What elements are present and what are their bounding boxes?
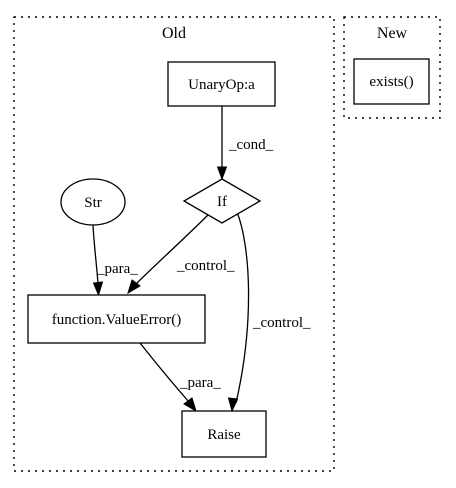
node-valueerror-label: function.ValueError() xyxy=(52,312,182,328)
node-str-label: Str xyxy=(84,195,102,211)
cluster-new-label: New xyxy=(377,25,408,42)
edge-valueerror-raise-line xyxy=(139,342,190,403)
node-valueerror-box xyxy=(27,294,206,344)
edge-unaryop-if-label: _cond_ xyxy=(228,137,274,153)
edge-valueerror-raise-arrowhead xyxy=(183,397,197,413)
node-str: Str xyxy=(60,178,126,226)
edge-str-valueerror-arrowhead xyxy=(92,281,104,297)
node-unaryop-box xyxy=(167,61,276,107)
edge-str-valueerror: _para_ xyxy=(92,224,138,297)
node-valueerror: function.ValueError() xyxy=(27,294,206,344)
edge-if-valueerror-line xyxy=(135,212,211,285)
node-unaryop-label: UnaryOp:a xyxy=(188,77,255,93)
edge-valueerror-raise-label: _para_ xyxy=(179,375,221,391)
node-raise-box xyxy=(181,410,267,458)
node-if-diamond xyxy=(182,178,262,224)
edge-if-valueerror-arrowhead xyxy=(127,279,141,295)
node-if-label: If xyxy=(217,194,227,210)
edge-if-raise-arrowhead xyxy=(227,397,239,413)
cluster-old-border xyxy=(13,16,335,472)
cluster-old-label: Old xyxy=(162,25,186,42)
cluster-new-border xyxy=(343,16,441,119)
node-raise-label: Raise xyxy=(207,427,241,443)
edge-if-raise-label: _control_ xyxy=(252,315,311,331)
node-exists-box xyxy=(353,58,430,105)
node-raise: Raise xyxy=(181,410,267,458)
node-str-ellipse xyxy=(60,178,126,226)
cluster-new: New xyxy=(343,16,441,119)
edge-if-valueerror: _control_ xyxy=(127,212,235,295)
node-exists-label: exists() xyxy=(369,74,413,90)
edge-if-raise-line xyxy=(235,211,250,404)
node-exists: exists() xyxy=(353,58,430,105)
edge-str-valueerror-label: _para_ xyxy=(96,261,138,277)
edge-if-valueerror-label: _control_ xyxy=(176,258,235,274)
cluster-old: Old xyxy=(13,16,335,472)
edge-unaryop-if: _cond_ xyxy=(216,106,274,181)
edge-str-valueerror-line xyxy=(92,224,99,285)
edge-unaryop-if-arrowhead xyxy=(216,166,228,181)
node-if: If xyxy=(182,178,262,224)
edge-if-raise: _control_ xyxy=(227,211,311,413)
node-unaryop: UnaryOp:a xyxy=(167,61,276,107)
edge-valueerror-raise: _para_ xyxy=(139,342,221,413)
